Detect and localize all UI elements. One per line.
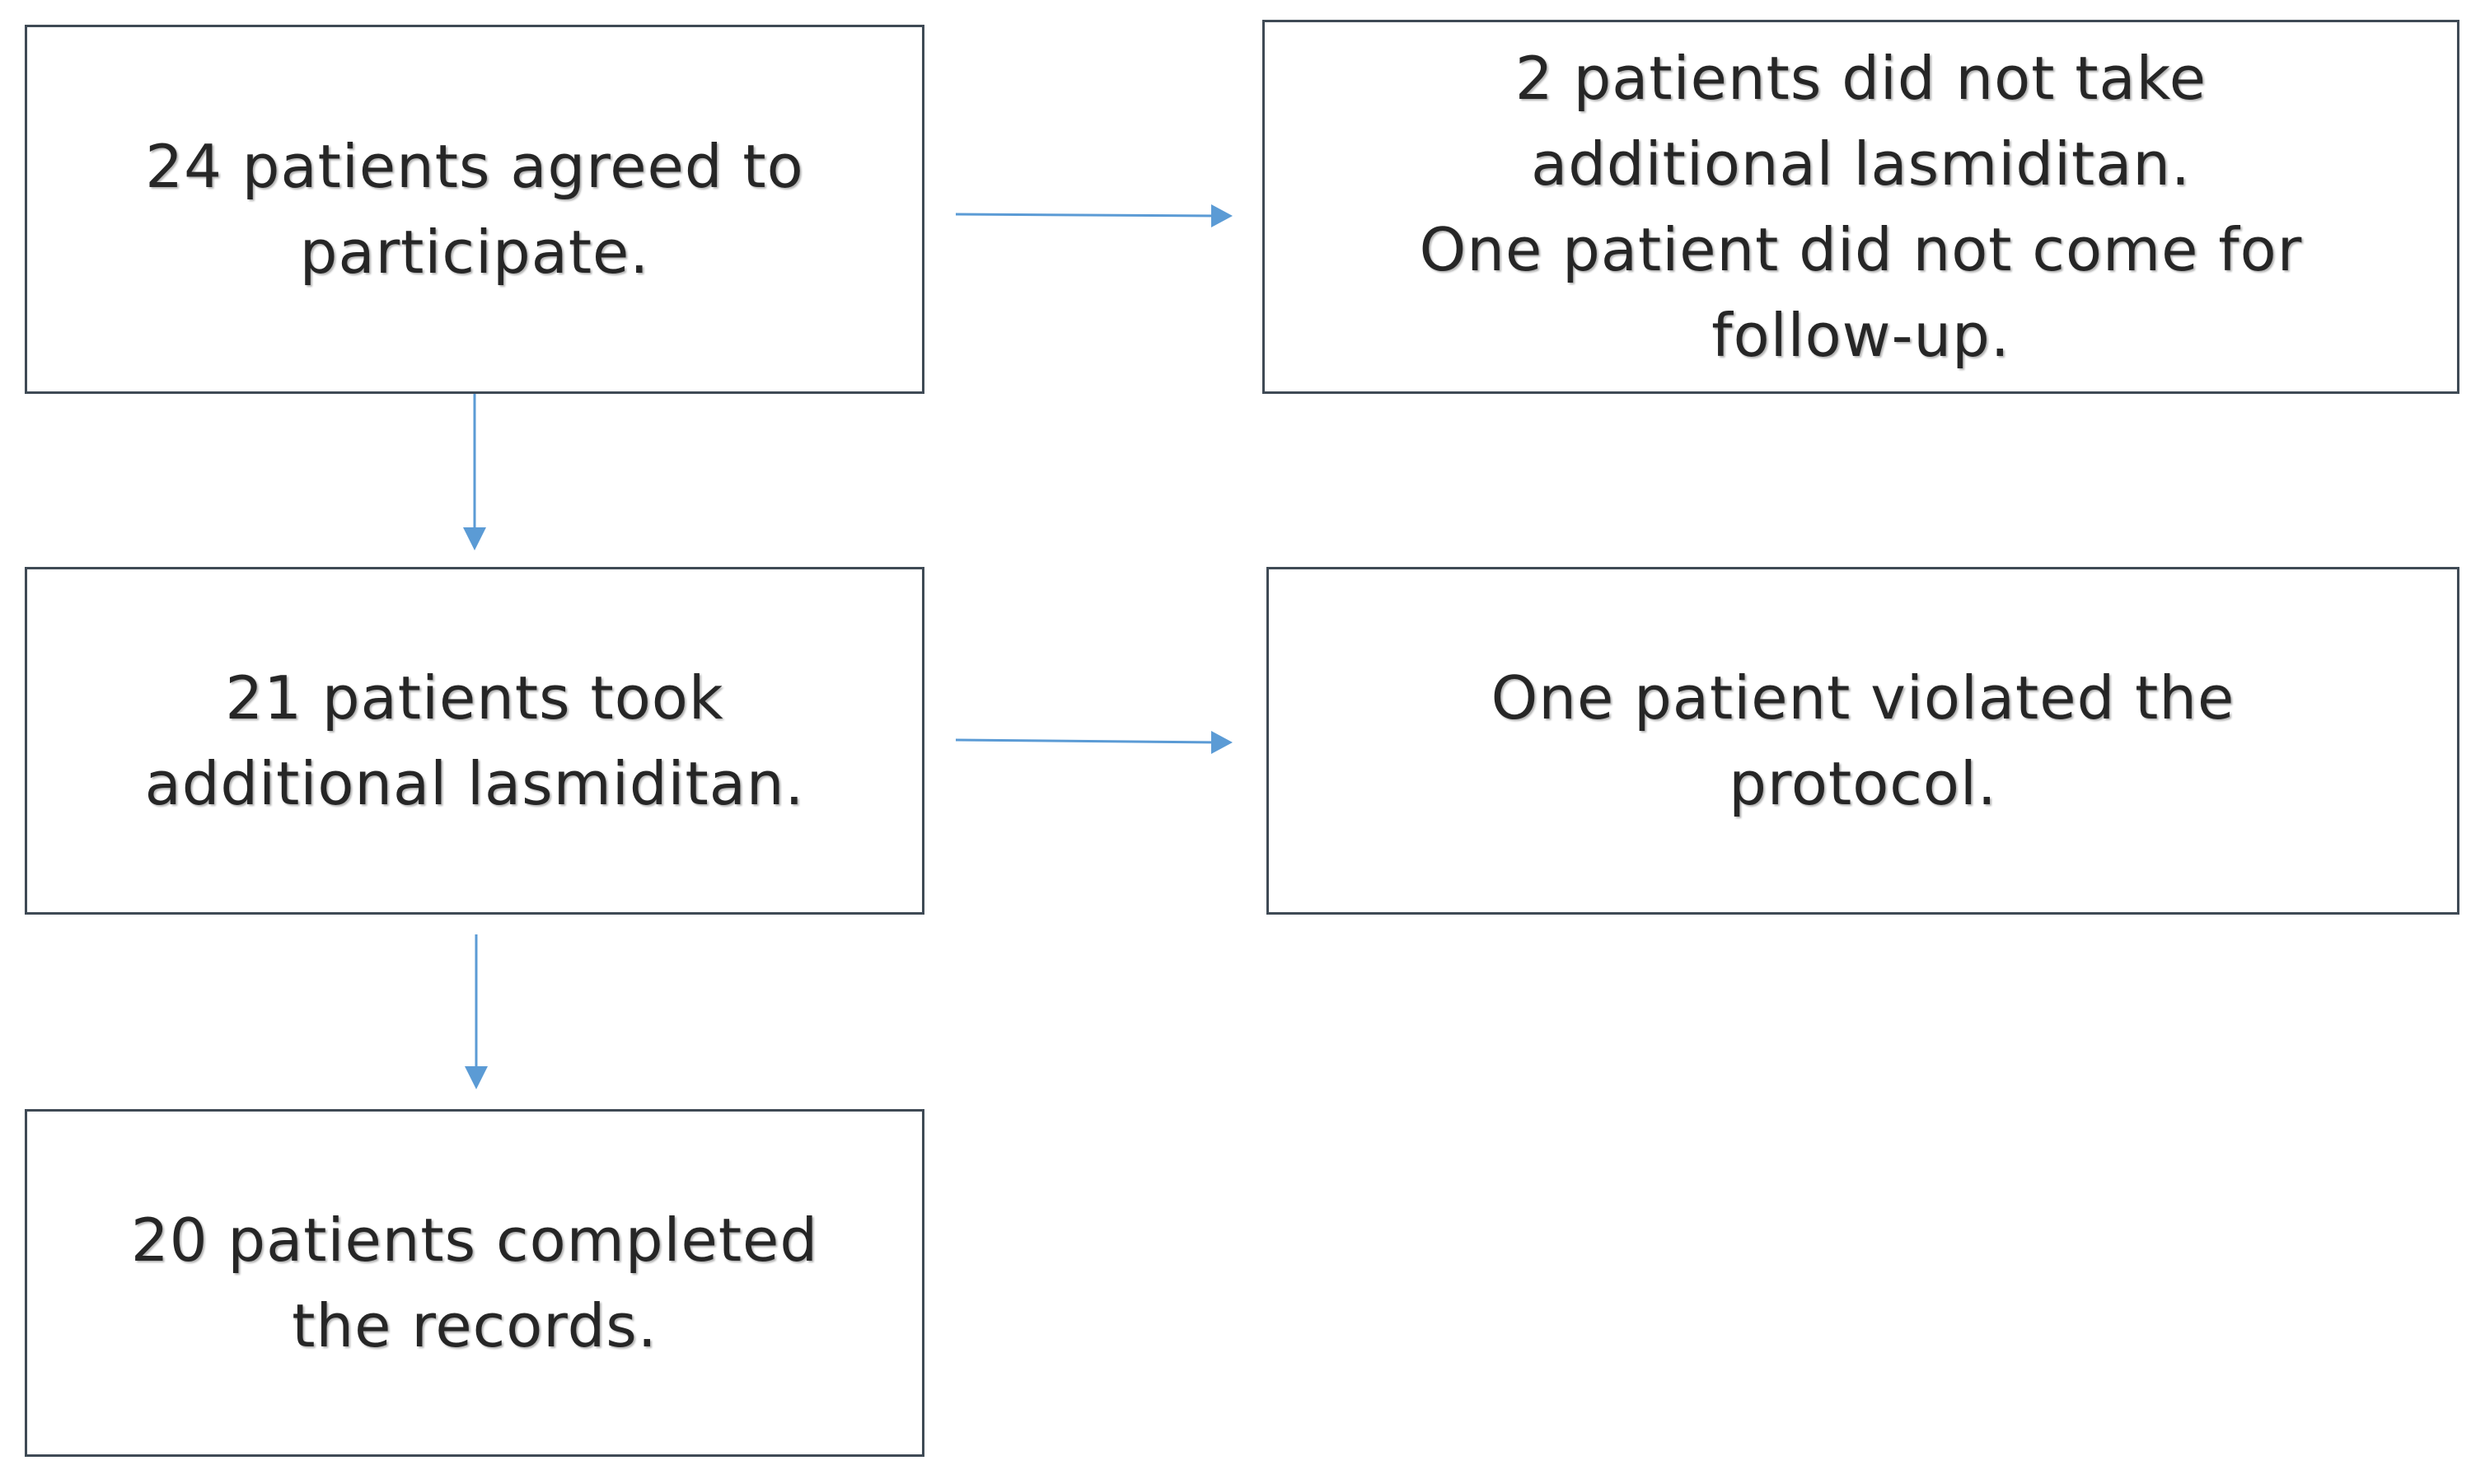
box-patients-completed-text: 20 patients completed the records. <box>106 1197 843 1369</box>
box-protocol-violation: One patient violated the protocol. <box>1266 567 2459 915</box>
box-protocol-violation-text: One patient violated the protocol. <box>1467 655 2260 826</box>
box-excluded-before-treatment: 2 patients did not take additional lasmi… <box>1262 20 2459 394</box>
box-patients-completed: 20 patients completed the records. <box>25 1109 924 1457</box>
box-line: 2 patients did not take <box>1514 44 2207 113</box>
box-line: participate. <box>299 218 650 287</box>
box-line: the records. <box>292 1291 658 1360</box>
box-line: 24 patients agreed to <box>145 132 804 201</box>
box-line: protocol. <box>1729 749 1997 818</box>
arrow-enrolled-to-took <box>463 394 486 550</box>
arrow-enrolled-to-excluded-1 <box>955 204 1233 227</box>
box-line: additional lasmiditan. <box>144 749 805 818</box>
box-line: additional lasmiditan. <box>1531 129 2191 199</box>
arrow-took-to-excluded-2 <box>955 731 1233 754</box>
box-patients-agreed: 24 patients agreed to participate. <box>25 25 924 394</box>
arrow-took-to-completed <box>465 934 488 1089</box>
box-patients-took-lasmiditan: 21 patients took additional lasmiditan. <box>25 567 924 915</box>
box-line: One patient violated the <box>1491 663 2235 733</box>
box-line: follow-up. <box>1711 301 2010 370</box>
box-line: 21 patients took <box>225 663 724 733</box>
box-patients-took-lasmiditan-text: 21 patients took additional lasmiditan. <box>120 655 830 826</box>
box-patients-agreed-text: 24 patients agreed to participate. <box>120 124 828 295</box>
box-line: 20 patients completed <box>130 1205 819 1275</box>
box-excluded-before-treatment-text: 2 patients did not take additional lasmi… <box>1395 35 2328 378</box>
box-line: One patient did not come for <box>1419 215 2303 284</box>
